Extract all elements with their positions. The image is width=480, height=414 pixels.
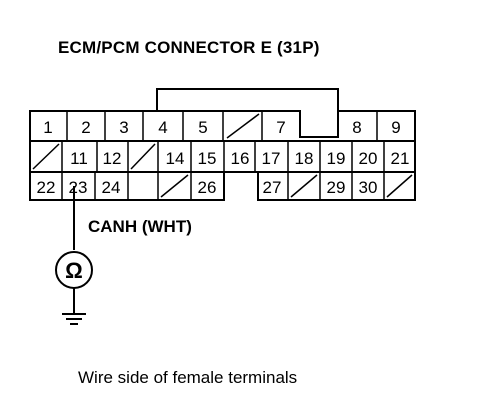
pin-label: 2 [81, 118, 90, 137]
empty-cavity-13 [130, 143, 156, 170]
pin-label: 30 [359, 178, 378, 197]
pin-label: 15 [198, 149, 217, 168]
connector-key-tab [156, 88, 339, 111]
pin-label: 7 [276, 118, 285, 137]
empty-cavity-28 [290, 174, 318, 198]
pin-label: 3 [119, 118, 128, 137]
connector-title: ECM/PCM CONNECTOR E (31P) [58, 38, 320, 57]
pin-label: 1 [43, 118, 52, 137]
pin-label: 21 [391, 149, 410, 168]
empty-cavity-10 [32, 143, 60, 170]
pin-label: 22 [37, 178, 56, 197]
pin-label: 4 [158, 118, 167, 137]
pin-label: 14 [166, 149, 185, 168]
pin-label: 19 [327, 149, 346, 168]
pin-label: 18 [295, 149, 314, 168]
pin-label: 26 [198, 178, 217, 197]
pin-label: 11 [70, 149, 88, 168]
wire-label: CANH (WHT) [88, 217, 192, 236]
pin-label: 20 [359, 149, 378, 168]
ohm-symbol: Ω [65, 258, 83, 283]
empty-cavity-6 [226, 113, 260, 139]
pin-label: 24 [102, 178, 121, 197]
empty-cavity-25 [160, 174, 189, 198]
pin-label: 29 [327, 178, 346, 197]
pin-label: 23 [69, 178, 88, 197]
pin-label: 12 [103, 149, 122, 168]
caption: Wire side of female terminals [78, 368, 298, 387]
pin-label: 27 [263, 178, 282, 197]
pin-label: 8 [352, 118, 361, 137]
pin-label: 5 [198, 118, 207, 137]
pin-label: 9 [391, 118, 400, 137]
pin-label: 16 [231, 149, 250, 168]
connector-outline [29, 110, 416, 201]
pin-label: 17 [262, 149, 281, 168]
empty-cavity-31 [386, 174, 413, 198]
